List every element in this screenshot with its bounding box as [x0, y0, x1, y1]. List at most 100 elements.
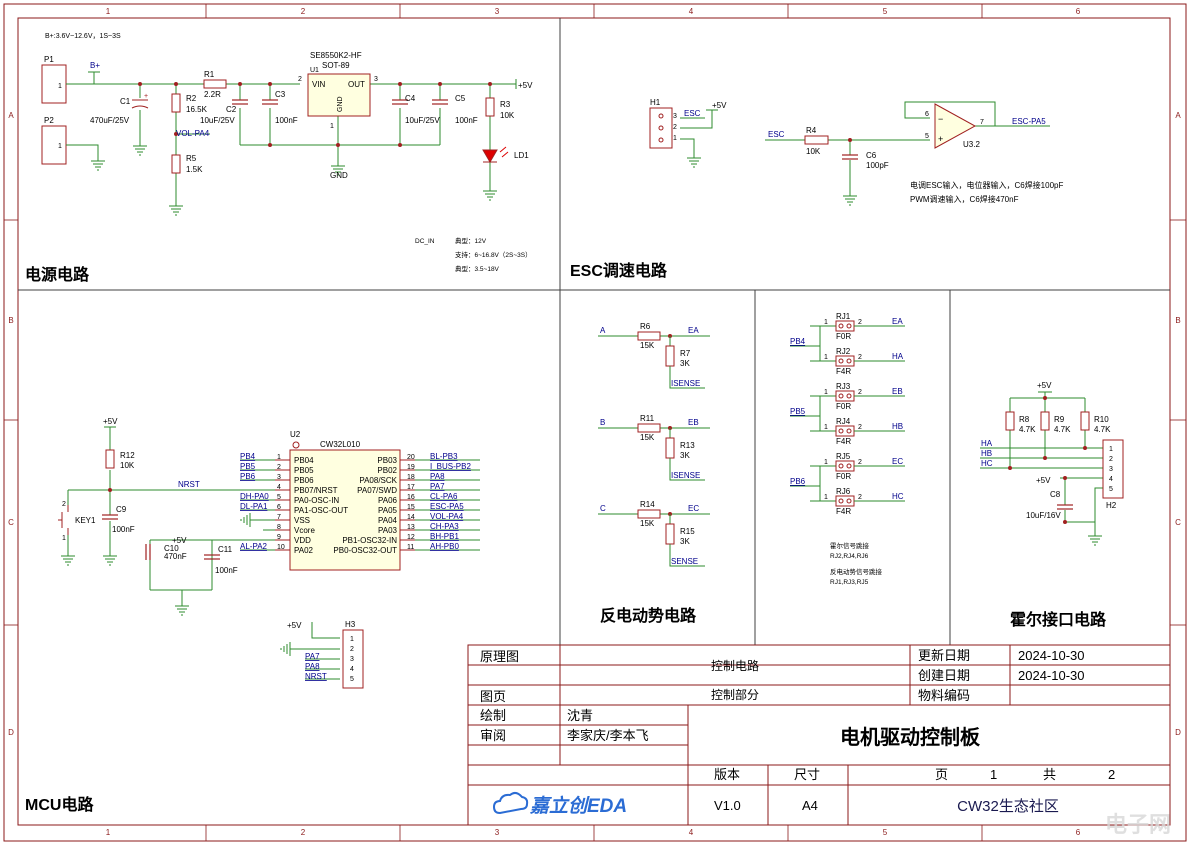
value-jumper: F0R [836, 472, 851, 481]
col-number: 4 [689, 7, 694, 16]
pin-name: Vcore [294, 526, 315, 535]
resistor [637, 331, 661, 341]
pin-number: 1 [824, 354, 828, 361]
ref-h2: H2 [1106, 501, 1117, 510]
col-number: 2 [301, 828, 306, 837]
net-label: ISENSE [671, 471, 700, 480]
row-letter: A [1175, 111, 1181, 120]
ref-resistor: R11 [640, 414, 655, 423]
col-number: 4 [689, 828, 694, 837]
tb-update: 2024-10-30 [1018, 648, 1085, 663]
ref-r10: R10 [1094, 415, 1109, 424]
net-label: EA [892, 317, 903, 326]
ref-resistor: R14 [640, 500, 655, 509]
section-title-power: 电源电路 [25, 265, 90, 284]
row-letter: D [1175, 728, 1181, 737]
package-u1: SOT-89 [322, 61, 350, 70]
net-label: DH-PA0 [240, 492, 269, 501]
row-letter: C [1175, 518, 1181, 527]
tb-update-label: 更新日期 [918, 648, 970, 663]
net-label: A [600, 326, 606, 335]
net-5v: +5V [1036, 476, 1051, 485]
value-r9: 4.7K [1054, 425, 1071, 434]
pin-name: PB05 [294, 466, 314, 475]
logo-text: 嘉立创EDA [529, 795, 627, 817]
tb-size: A4 [802, 798, 818, 813]
pin-number: 1 [58, 83, 62, 90]
pin-number: 6 [925, 111, 929, 118]
tb-page: 1 [990, 767, 997, 782]
section-dividers [18, 18, 1170, 645]
mcu-pin-table: PB041PB4PB052PB5PB063PB6PB07/NRST4PA0-OS… [240, 452, 480, 555]
tb-review: 李家庆/李本飞 [567, 728, 649, 743]
ref-h3: H3 [345, 620, 356, 629]
minus-icon: − [938, 114, 943, 124]
net-label: PB6 [790, 477, 806, 486]
pin-number: 2 [62, 501, 66, 508]
pin-number: 2 [858, 494, 862, 501]
net-vol-pa4: VOL-PA4 [176, 129, 210, 138]
pin-number: 2 [858, 424, 862, 431]
row-letter: A [8, 111, 14, 120]
net-label: PB4 [790, 337, 806, 346]
value-r8: 4.7K [1019, 425, 1036, 434]
note-typical-2: 典型：3.5~18V [455, 264, 500, 273]
pin-number: 2 [858, 459, 862, 466]
pin-number: 20 [407, 454, 415, 461]
value-c11: 100nF [215, 566, 238, 575]
net-label: PB5 [790, 407, 806, 416]
value-r10: 4.7K [1094, 425, 1111, 434]
pin-gnd: GND [337, 96, 344, 112]
note-support: 支持：6~16.8V（2S~3S） [455, 250, 532, 259]
tb-page-label: 页 [935, 767, 948, 782]
pin-number: 17 [407, 484, 415, 491]
pin-vin: VIN [312, 80, 326, 89]
pin-number: 15 [407, 504, 415, 511]
pin-name: PA03 [378, 526, 398, 535]
value-r1: 2.2R [204, 90, 221, 99]
note-bemf-jumper: 反电动势信号跳接 [830, 567, 883, 576]
pin-number: 7 [980, 119, 984, 126]
net-esc-pa5: ESC-PA5 [1012, 117, 1046, 126]
pin-name: PB04 [294, 456, 314, 465]
ref-jumper: RJ6 [836, 487, 851, 496]
pin-number: 5 [350, 676, 354, 683]
row-letter: D [8, 728, 14, 737]
value-resistor: 3K [680, 537, 690, 546]
mcu-u2 [289, 449, 401, 571]
pin-number: 1 [1109, 446, 1113, 453]
pin-name: PB0-OSC32-OUT [333, 546, 397, 555]
ref-r3: R3 [500, 100, 511, 109]
col-number: 6 [1076, 828, 1081, 837]
plus-icon: + [144, 93, 148, 100]
net-label: I_BUS-PB2 [430, 462, 471, 471]
net-5v: +5V [518, 81, 533, 90]
col-number: 3 [495, 7, 500, 16]
ref-resistor: R6 [640, 322, 651, 331]
pin-number: 13 [407, 524, 415, 531]
net-label: CH-PA3 [430, 522, 459, 531]
ref-c2: C2 [226, 105, 237, 114]
net-label: PA8 [430, 472, 445, 481]
pin-number: 3 [1109, 466, 1113, 473]
pin-number: 3 [277, 474, 281, 481]
tb-title: 电机驱动控制板 [840, 725, 981, 749]
part-u1: SE8550K2-HF [310, 51, 362, 60]
net-label: ESC-PA5 [430, 502, 464, 511]
pin-number: 2 [858, 319, 862, 326]
value-r12: 10K [120, 461, 135, 470]
pin-number: 2 [1109, 456, 1113, 463]
pin-number: 12 [407, 534, 415, 541]
pin-number: 2 [673, 124, 677, 131]
value-c4: 10uF/25V [405, 116, 440, 125]
ref-r12: R12 [120, 451, 135, 460]
note-esc-1: 电调ESC输入，电位器输入，C6焊接100pF [910, 180, 1063, 190]
ref-r1: R1 [204, 70, 215, 79]
col-number: 3 [495, 828, 500, 837]
note-hall-jumper-list: RJ2,RJ4,RJ6 [830, 553, 869, 560]
